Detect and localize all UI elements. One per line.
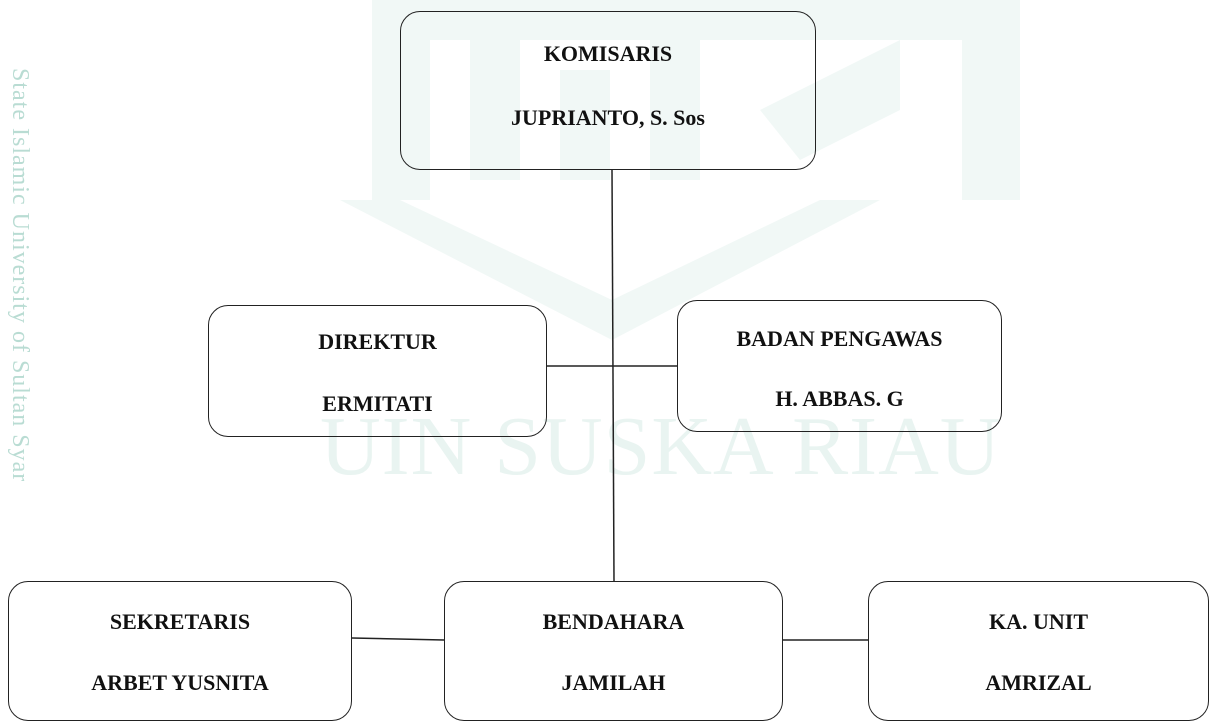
komisaris-box: KOMISARIS JUPRIANTO, S. Sos: [400, 11, 816, 170]
sekretaris-box: SEKRETARIS ARBET YUSNITA: [8, 581, 352, 721]
watermark-vertical-text: State Islamic University of Sultan Syar: [7, 68, 33, 483]
direktur-box: DIREKTUR ERMITATI: [208, 305, 547, 437]
connector-sekretaris-bendahara: [351, 637, 445, 641]
bendahara-role: BENDAHARA: [542, 609, 685, 634]
badan-pengawas-name: H. ABBAS. G: [775, 386, 904, 411]
badan-pengawas-box: BADAN PENGAWAS H. ABBAS. G: [677, 300, 1002, 432]
bendahara-box: BENDAHARA JAMILAH: [444, 581, 783, 721]
direktur-role: DIREKTUR: [318, 329, 437, 354]
ka-unit-box: KA. UNIT AMRIZAL: [868, 581, 1209, 721]
komisaris-role: KOMISARIS: [543, 41, 673, 66]
sekretaris-name: ARBET YUSNITA: [91, 670, 269, 695]
komisaris-name: JUPRIANTO, S. Sos: [511, 105, 705, 130]
connector-komisaris-bendahara: [611, 169, 615, 582]
ka-unit-name: AMRIZAL: [985, 670, 1092, 695]
bendahara-name: JAMILAH: [561, 670, 666, 695]
sekretaris-role: SEKRETARIS: [109, 609, 251, 634]
badan-pengawas-role: BADAN PENGAWAS: [736, 326, 943, 351]
direktur-name: ERMITATI: [322, 391, 433, 416]
ka-unit-role: KA. UNIT: [988, 609, 1088, 634]
watermark-horizontal-text: UIN SUSKA RIAU: [320, 400, 1002, 493]
